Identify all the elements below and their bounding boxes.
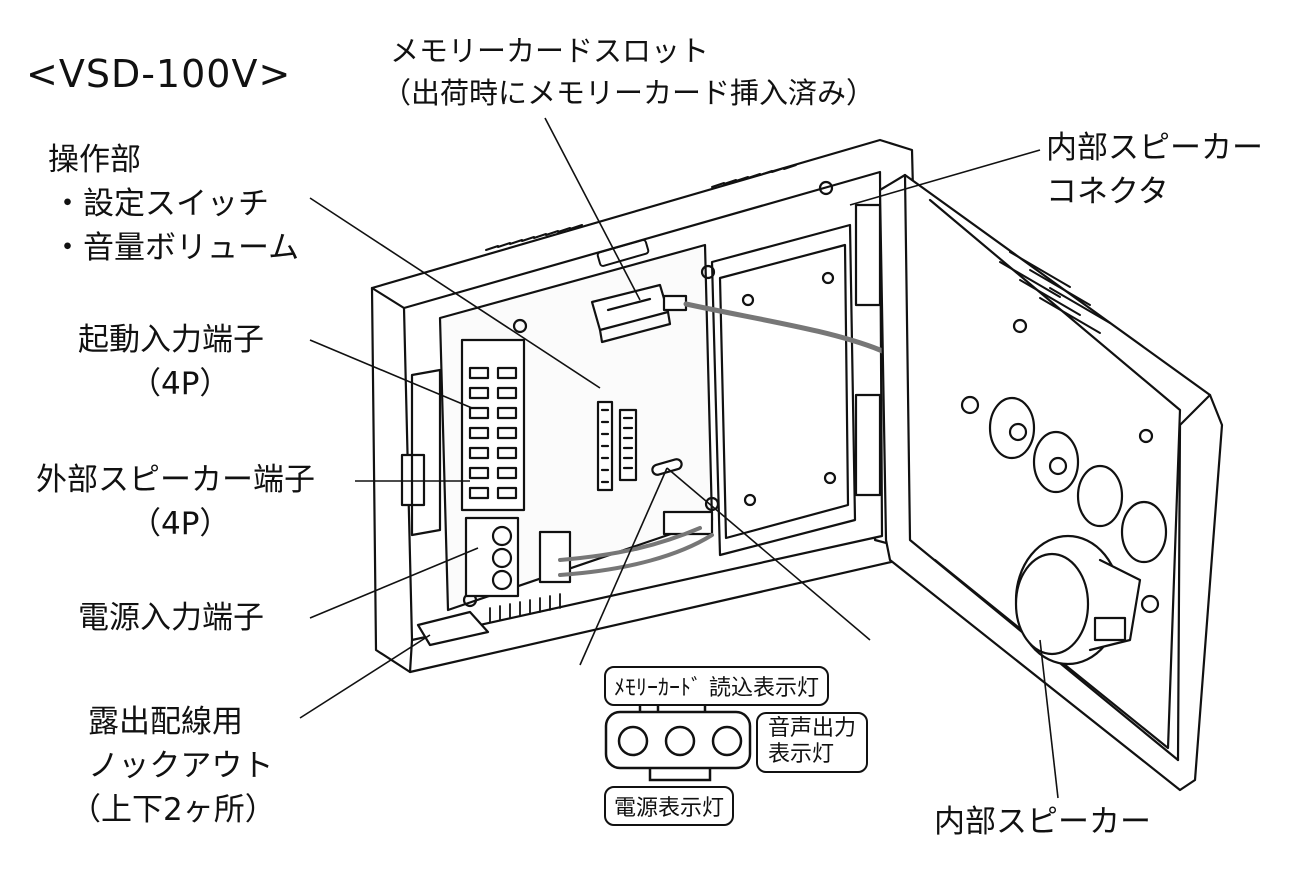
cover-openings	[960, 318, 1168, 614]
cover-vents	[999, 251, 1111, 334]
label-power-lamp: 電源表示灯	[604, 786, 735, 826]
audio-output-lamp-box: 音声出力 表示灯	[756, 712, 869, 773]
led-detail	[604, 700, 752, 782]
label-trigger-input-terminal: 起動入力端子	[78, 322, 264, 358]
label-memory-card-slot: メモリーカードスロット	[390, 34, 710, 68]
label-knockout-2: ノックアウト	[88, 748, 274, 784]
pcb-cover	[710, 223, 857, 557]
led-window	[651, 458, 683, 476]
terminal-block-4p	[460, 338, 526, 512]
label-memory-card-slot-note: （出荷時にメモリーカード挿入済み）	[382, 76, 876, 110]
setting-switch	[596, 400, 638, 492]
label-internal-speaker-connector-2: コネクタ	[1046, 174, 1169, 210]
label-internal-speaker-connector: 内部スピーカー	[1046, 130, 1263, 166]
label-external-speaker-pins: （4P）	[130, 506, 231, 542]
label-knockout: 露出配線用	[88, 704, 243, 740]
bottom-pins	[489, 593, 561, 623]
label-audio-output-lamp: 音声出力	[768, 716, 857, 741]
label-memory-card-read-lamp: ﾒﾓﾘｰｶｰﾄﾞ 読込表示灯	[604, 666, 829, 706]
label-setting-switch: ・設定スイッチ	[52, 186, 269, 222]
internal-speaker-drawing	[1014, 534, 1142, 666]
top-vents	[485, 164, 797, 267]
model-title: <VSD-100V>	[26, 52, 292, 96]
label-volume: ・音量ボリューム	[52, 230, 300, 266]
label-knockout-3: （上下2ヶ所）	[70, 792, 276, 828]
power-terminal	[464, 516, 520, 598]
label-audio-output-lamp-2: 表示灯	[768, 742, 835, 768]
label-power-input-terminal: 電源入力端子	[78, 600, 264, 636]
label-internal-speaker: 内部スピーカー	[934, 804, 1151, 840]
label-trigger-input-pins: （4P）	[130, 366, 231, 402]
label-external-speaker-terminal: 外部スピーカー端子	[36, 462, 315, 498]
memory-card-slot	[590, 283, 688, 344]
leader-lines	[299, 117, 1059, 799]
label-control-section: 操作部	[48, 142, 141, 178]
